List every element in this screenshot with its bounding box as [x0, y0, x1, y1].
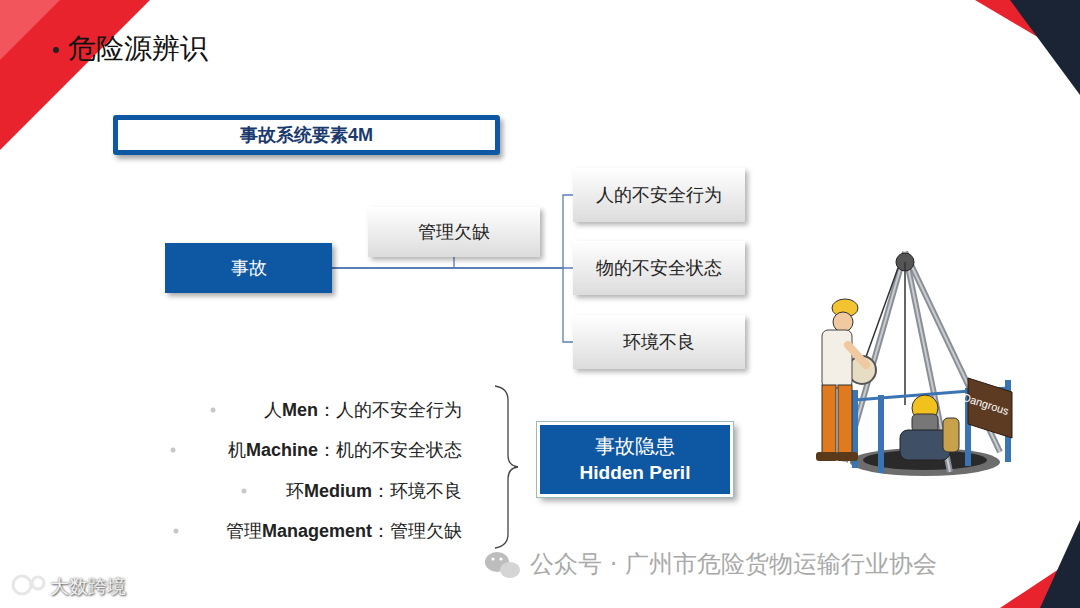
hazard-box: 事故隐患Hidden Peril	[537, 422, 733, 497]
list-line: 机Machine：机的不安全状态	[228, 438, 462, 462]
corner-triangle	[1040, 520, 1080, 608]
node-text: 事故	[231, 256, 267, 280]
node-text: 人的不安全行为	[596, 183, 722, 207]
node-text: 事故隐患	[595, 433, 675, 460]
process-box: 物的不安全状态	[573, 241, 745, 295]
list-text: ：机的不安全状态	[318, 438, 462, 462]
process-box: 管理欠缺	[368, 207, 540, 257]
bullet	[171, 448, 176, 453]
list-text: Men	[282, 400, 318, 421]
manhole-illustration	[816, 252, 1012, 476]
list-line: 环Medium：环境不良	[286, 479, 462, 503]
process-box: 环境不良	[573, 315, 745, 369]
node-text: 管理欠缺	[418, 220, 490, 244]
connector	[332, 195, 573, 268]
node-text: 环境不良	[623, 330, 695, 354]
connector	[332, 257, 454, 268]
process-box: 人的不安全行为	[573, 168, 745, 222]
logo	[13, 576, 44, 594]
list-text: Machine	[246, 440, 318, 461]
list-text: 人	[264, 398, 282, 422]
bullet	[211, 408, 216, 413]
connector	[332, 268, 573, 342]
list-line: 人Men：人的不安全行为	[264, 398, 462, 422]
list-text: 管理	[226, 519, 262, 543]
list-text: 环	[286, 479, 304, 503]
list-text: 机	[228, 438, 246, 462]
node-text: 事故系统要素4M	[240, 123, 373, 147]
bullet	[53, 47, 59, 53]
list-text: Medium	[304, 481, 372, 502]
watermark: 公众号 · 广州市危险货物运输行业协会	[530, 548, 937, 580]
wechat-icon	[485, 552, 520, 578]
node-text: 物的不安全状态	[596, 256, 722, 280]
corner-triangle	[1010, 0, 1080, 95]
list-text: ：人的不安全行为	[318, 398, 462, 422]
process-box: 事故	[165, 243, 332, 293]
list-text: Management	[262, 521, 372, 542]
slide-title: 危险源辨识	[68, 30, 208, 68]
bullet	[242, 489, 247, 494]
list-text: ：管理欠缺	[372, 519, 462, 543]
corner-triangle	[0, 0, 60, 60]
watermark: 大数跨境	[50, 574, 126, 600]
brace	[495, 386, 518, 548]
node-text: Hidden Peril	[580, 460, 691, 486]
list-text: ：环境不良	[372, 479, 462, 503]
bullet	[174, 529, 179, 534]
list-line: 管理Management：管理欠缺	[226, 519, 462, 543]
header-box: 事故系统要素4M	[113, 115, 500, 155]
